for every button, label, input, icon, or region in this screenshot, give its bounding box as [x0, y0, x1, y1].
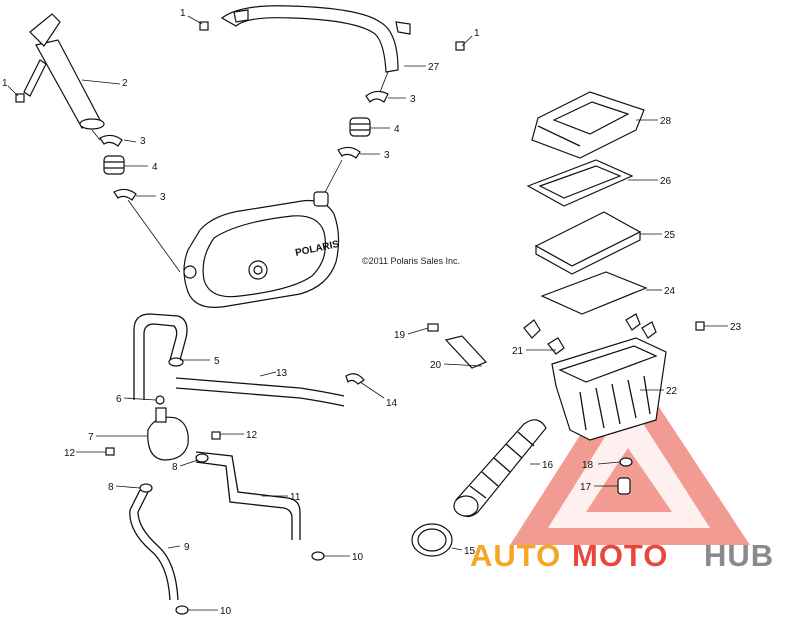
gasket-26: [526, 159, 634, 207]
clutch-cover: POLARIS: [183, 191, 340, 308]
callout-16: 16: [542, 460, 554, 471]
clamp-15: [411, 523, 453, 557]
clip-21b: [547, 337, 565, 355]
callout-6: 6: [116, 394, 122, 405]
clamp-14: [345, 373, 365, 385]
clip-21a: [523, 319, 541, 339]
bracket-20: [444, 335, 488, 369]
callout-20: 20: [430, 360, 442, 371]
hose-13: [133, 313, 345, 407]
callout-1: 1: [180, 8, 186, 19]
clamp-10-lower: [175, 605, 189, 615]
callout-26: 26: [660, 176, 672, 187]
fastener-1c: [455, 41, 465, 51]
callout-1: 1: [474, 28, 480, 39]
airbox-base-22: [551, 337, 667, 441]
callout-3: 3: [140, 136, 146, 147]
callout-labels: 1 1 1 2 3 3 3 3 4 4 5 6 7 8 8 9 10 10 11…: [2, 8, 742, 617]
callout-24: 24: [664, 286, 676, 297]
copyright-notice: ©2011 Polaris Sales Inc.: [362, 256, 460, 266]
screen-24: [540, 271, 648, 315]
filter-25: [534, 211, 642, 275]
airbox-cover-28: [531, 91, 645, 159]
callout-3: 3: [160, 192, 166, 203]
clamp-right-upper: [365, 90, 389, 103]
fastener-12b: [211, 431, 221, 440]
watermark-text: AUTO MOTO HUB: [470, 538, 774, 573]
leader-lines: [7, 15, 728, 611]
callout-11: 11: [290, 492, 301, 503]
callout-18: 18: [582, 460, 594, 471]
callout-9: 9: [184, 542, 190, 553]
callout-8: 8: [172, 462, 178, 473]
callout-5: 5: [214, 356, 220, 367]
clamp-right-lower: [337, 146, 361, 159]
callout-8: 8: [108, 482, 114, 493]
callout-3: 3: [410, 94, 416, 105]
fastener-19: [427, 323, 439, 332]
coupler-left: [103, 155, 125, 175]
callout-19: 19: [394, 330, 406, 341]
callout-17: 17: [580, 482, 592, 493]
hose-11: [195, 451, 301, 540]
clamp-5: [168, 357, 184, 367]
callout-15: 15: [464, 546, 476, 557]
outlet-pipe-top: [220, 5, 411, 73]
fastener-12a: [105, 447, 115, 456]
fastener-6: [155, 395, 165, 405]
fastener-1a: [15, 93, 25, 103]
callout-22: 22: [666, 386, 678, 397]
clamp-left-upper: [99, 134, 123, 147]
clip-21c: [625, 313, 641, 331]
clamp-18: [619, 457, 633, 467]
callout-13: 13: [276, 368, 288, 379]
watermark-word-hub: HUB: [704, 538, 774, 573]
callout-3: 3: [384, 150, 390, 161]
intake-tube-16: [453, 419, 547, 518]
callout-14: 14: [386, 398, 398, 409]
clip-21d: [641, 321, 657, 339]
callout-12: 12: [246, 430, 258, 441]
callout-28: 28: [660, 116, 672, 127]
callout-1: 1: [2, 78, 8, 89]
collector-7: [147, 407, 189, 461]
clamp-8-upper: [195, 453, 209, 463]
clamp-left-lower: [113, 188, 137, 201]
callout-12: 12: [64, 448, 76, 459]
coupler-right: [349, 117, 371, 137]
callout-10: 10: [220, 606, 232, 617]
callout-21: 21: [512, 346, 524, 357]
callout-4: 4: [152, 162, 158, 173]
watermark-word-moto: MOTO: [572, 538, 668, 573]
callout-4: 4: [394, 124, 400, 135]
watermark-word-auto: AUTO: [470, 538, 561, 573]
callout-2: 2: [122, 78, 128, 89]
callout-10: 10: [352, 552, 364, 563]
hose-9: [129, 489, 179, 601]
callout-25: 25: [664, 230, 676, 241]
intake-duct-left: [23, 13, 105, 130]
fastener-1b: [199, 21, 209, 31]
clamp-10-upper: [311, 551, 325, 561]
callout-7: 7: [88, 432, 94, 443]
plug-17: [617, 477, 631, 495]
callout-27: 27: [428, 62, 440, 73]
fastener-23: [695, 321, 705, 331]
callout-23: 23: [730, 322, 742, 333]
clamp-8-lower: [139, 483, 153, 493]
